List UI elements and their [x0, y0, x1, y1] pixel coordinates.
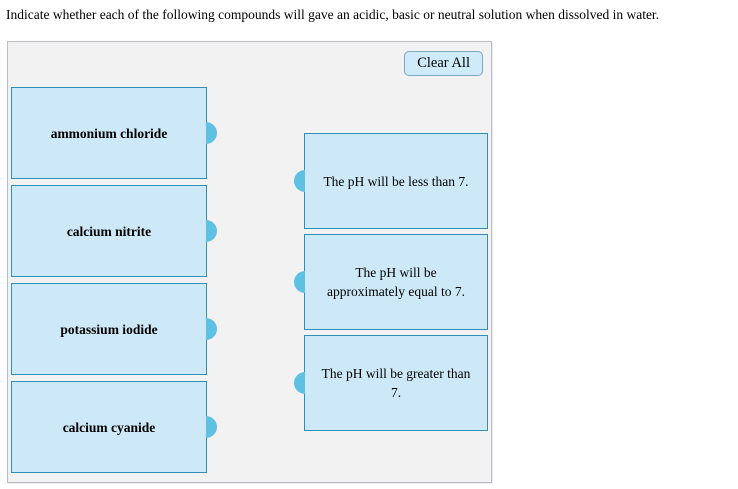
compound-tile-2[interactable]: calcium nitrite	[11, 185, 217, 277]
answer-tile-1[interactable]: The pH will be less than 7.	[294, 133, 488, 229]
compound-tile-label: ammonium chloride	[50, 125, 168, 141]
compound-tile-label: calcium nitrite	[66, 223, 152, 239]
answer-column: The pH will be less than 7. The pH will …	[294, 133, 488, 436]
compound-tile-4[interactable]: calcium cyanide	[11, 381, 217, 473]
answer-tile-3[interactable]: The pH will be greater than 7.	[294, 335, 488, 431]
question-prompt: Indicate whether each of the following c…	[6, 7, 660, 22]
connector-knob-icon[interactable]	[294, 372, 305, 394]
connector-knob-icon[interactable]	[294, 170, 305, 192]
answer-tile-label: The pH will be less than 7.	[323, 173, 469, 189]
compound-tile-1[interactable]: ammonium chloride	[11, 87, 217, 179]
connector-knob-icon[interactable]	[294, 271, 305, 293]
answer-tile-2[interactable]: The pH will be approximately equal to 7.	[294, 234, 488, 330]
connector-knob-icon[interactable]	[206, 122, 217, 144]
compound-tile-3[interactable]: potassium iodide	[11, 283, 217, 375]
compound-column: ammonium chloride calcium nitrite potass…	[11, 87, 217, 479]
answer-tile-label: The pH will be greater than 7.	[321, 366, 471, 400]
connector-knob-icon[interactable]	[206, 416, 217, 438]
matching-activity-panel: Clear All ammonium chloride calcium nitr…	[7, 41, 492, 483]
compound-tile-label: calcium cyanide	[62, 419, 156, 435]
answer-tile-label: The pH will be approximately equal to 7.	[327, 265, 465, 299]
connector-knob-icon[interactable]	[206, 220, 217, 242]
compound-tile-label: potassium iodide	[60, 321, 158, 337]
connector-knob-icon[interactable]	[206, 318, 217, 340]
clear-all-button[interactable]: Clear All	[404, 51, 483, 76]
